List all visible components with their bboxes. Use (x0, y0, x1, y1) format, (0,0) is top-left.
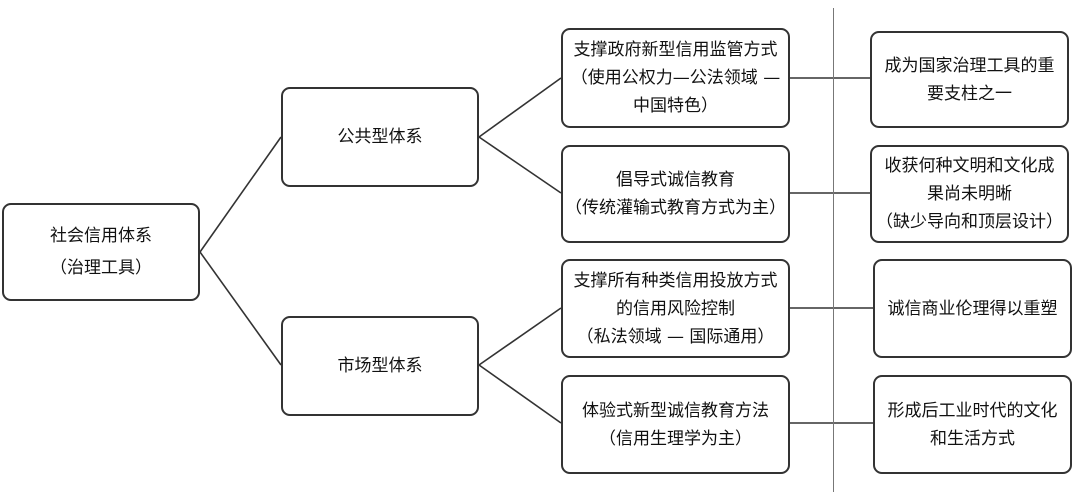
item-3: 支撑所有种类信用投放方式 的信用风险控制 （私法领域 — 国际通用） (561, 259, 790, 358)
root-line-1: 社会信用体系 (50, 226, 152, 246)
outcome-2-line-1: 收获何种文明和文化成 (884, 156, 1055, 176)
connector-public-to-item-1 (478, 77, 562, 138)
item-2-line-1: 倡导式诚信教育 (616, 170, 735, 190)
outcome-1-line-2: 要支柱之一 (927, 83, 1012, 104)
connector-market-to-item-3 (478, 307, 562, 366)
root-node: 社会信用体系 （治理工具） (2, 203, 200, 301)
outcome-3: 诚信商业伦理得以重塑 (873, 259, 1072, 358)
item-1-line-1: 支撑政府新型信用监管方式 (573, 40, 778, 60)
item-4-line-2: （信用生理学为主） (599, 428, 752, 449)
branch-market: 市场型体系 (281, 316, 479, 416)
branch-market-label: 市场型体系 (337, 356, 423, 376)
item-3-line-2: 的信用风险控制 (616, 298, 735, 319)
outcome-4: 形成后工业时代的文化 和生活方式 (873, 375, 1072, 474)
connector-root-to-public (199, 136, 282, 253)
outcome-4-line-2: 和生活方式 (930, 428, 1015, 449)
root-line-2: （治理工具） (50, 258, 152, 278)
connector-public-to-item-2 (478, 136, 562, 194)
item-3-line-1: 支撑所有种类信用投放方式 (573, 270, 778, 291)
outcome-1: 成为国家治理工具的重 要支柱之一 (870, 31, 1069, 128)
outcome-3-line-1: 诚信商业伦理得以重塑 (887, 298, 1058, 319)
item-2-line-2: （传统灌输式教育方式为主） (565, 198, 786, 218)
item-1-line-3: 中国特色） (633, 96, 718, 116)
outcome-1-line-1: 成为国家治理工具的重 (884, 55, 1055, 76)
outcome-2-line-3: （缺少导向和顶层设计） (876, 212, 1063, 232)
connector-market-to-item-4 (478, 364, 562, 424)
outcome-4-line-1: 形成后工业时代的文化 (887, 400, 1058, 421)
vertical-divider (833, 8, 834, 492)
outcome-2-line-2: 果尚未明晰 (927, 184, 1012, 204)
connector-root-to-market (199, 251, 282, 366)
item-4-line-1: 体验式新型诚信教育方法 (582, 400, 769, 421)
item-1-line-2: （使用公权力—公法领域 — (570, 68, 781, 88)
item-1: 支撑政府新型信用监管方式 （使用公权力—公法领域 — 中国特色） (561, 28, 790, 128)
branch-public: 公共型体系 (281, 87, 479, 187)
branch-public-label: 公共型体系 (337, 127, 423, 147)
item-4: 体验式新型诚信教育方法 （信用生理学为主） (561, 375, 790, 474)
item-3-line-3: （私法领域 — 国际通用） (576, 326, 775, 347)
outcome-2: 收获何种文明和文化成 果尚未明晰 （缺少导向和顶层设计） (870, 145, 1069, 243)
item-2: 倡导式诚信教育 （传统灌输式教育方式为主） (561, 145, 790, 243)
